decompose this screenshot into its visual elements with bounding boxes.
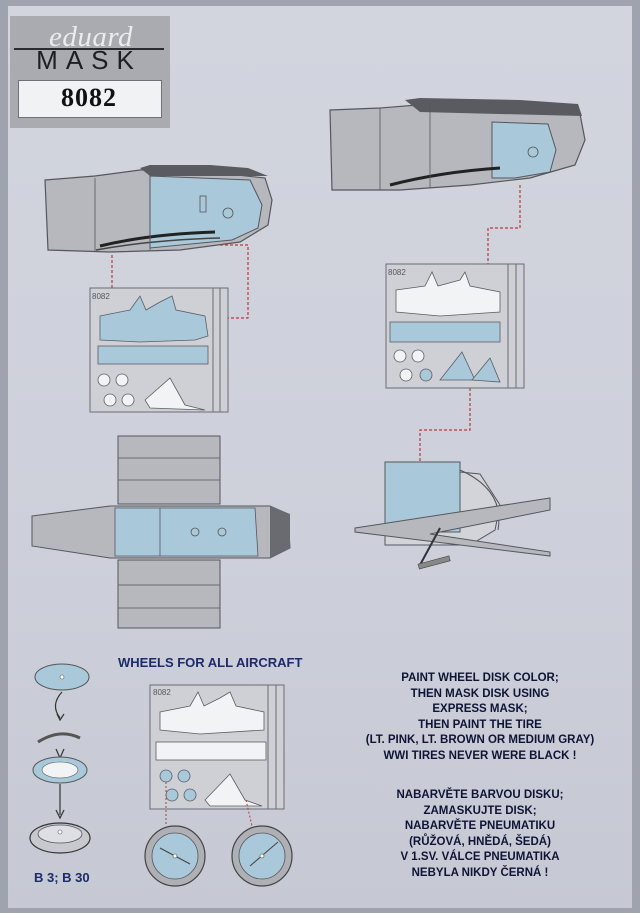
instruction-line: (RŮŽOVÁ, HNĚDÁ, ŠEDÁ) bbox=[330, 835, 630, 851]
right-cockpit-view bbox=[330, 98, 585, 190]
top-view-aircraft bbox=[32, 436, 290, 628]
instruction-line: NABARVĚTE PNEUMATIKU bbox=[330, 819, 630, 835]
part-codes: B 3; B 30 bbox=[34, 870, 90, 885]
instruction-line: ZAMASKUJTE DISK; bbox=[330, 804, 630, 820]
svg-text:8082: 8082 bbox=[92, 292, 110, 301]
instruction-line: V 1.SV. VÁLCE PNEUMATIKA bbox=[330, 850, 630, 866]
detail-view-right bbox=[355, 462, 550, 569]
instruction-line: WWI TIRES NEVER WERE BLACK ! bbox=[330, 749, 630, 765]
instruction-line: NABARVĚTE BARVOU DISKU; bbox=[330, 788, 630, 804]
svg-text:8082: 8082 bbox=[153, 688, 171, 697]
mask-sheet-right: 8082 bbox=[386, 264, 524, 388]
instruction-line: THEN MASK DISK USING bbox=[330, 687, 630, 703]
instruction-line: PAINT WHEEL DISK COLOR; bbox=[330, 671, 630, 687]
mask-sheet-left: 8082 bbox=[90, 288, 228, 412]
instructions-english: PAINT WHEEL DISK COLOR; THEN MASK DISK U… bbox=[330, 671, 630, 765]
instructions-czech: NABARVĚTE BARVOU DISKU; ZAMASKUJTE DISK;… bbox=[330, 788, 630, 882]
instruction-line: NEBYLA NIKDY ČERNÁ ! bbox=[330, 866, 630, 882]
instruction-line: THEN PAINT THE TIRE bbox=[330, 718, 630, 734]
mask-sheet-wheels: 8082 bbox=[150, 685, 284, 826]
instruction-line: EXPRESS MASK; bbox=[330, 702, 630, 718]
left-cockpit-view bbox=[45, 165, 272, 252]
wheels-section-title: WHEELS FOR ALL AIRCRAFT bbox=[118, 655, 358, 670]
instruction-line: (LT. PINK, LT. BROWN OR MEDIUM GRAY) bbox=[330, 733, 630, 749]
wheel-discs bbox=[145, 826, 292, 886]
wheel-assembly-steps bbox=[30, 664, 90, 853]
svg-text:8082: 8082 bbox=[388, 268, 406, 277]
